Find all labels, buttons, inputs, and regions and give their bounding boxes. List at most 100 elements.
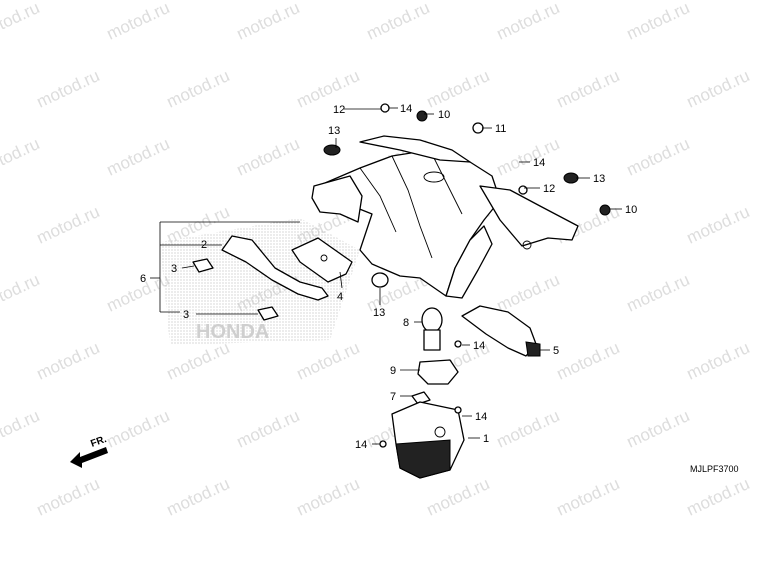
callout-13-left: 13 <box>328 125 340 137</box>
watermark-text: motod.ru <box>234 406 303 452</box>
watermark-text: motod.ru <box>0 406 42 452</box>
watermark-text: motod.ru <box>234 0 303 44</box>
callout-8: 8 <box>403 317 409 329</box>
watermark-text: motod.ru <box>554 474 623 520</box>
bracket-hole <box>522 240 532 250</box>
callout-2: 2 <box>201 239 207 251</box>
callout-11: 11 <box>495 123 506 135</box>
watermark-text: motod.ru <box>424 474 493 520</box>
part-3-pad-lower <box>257 306 279 321</box>
callout-10-top: 10 <box>438 109 450 121</box>
watermark-text: motod.ru <box>234 134 303 180</box>
fairing-hole <box>423 171 445 183</box>
callout-1: 1 <box>483 433 489 445</box>
watermark-text: motod.ru <box>494 134 563 180</box>
callout-14-lower: 14 <box>475 411 487 423</box>
callout-5: 5 <box>553 345 559 357</box>
callout-4: 4 <box>337 291 343 303</box>
callout-10-right: 10 <box>625 204 637 216</box>
callout-14-top: 14 <box>400 103 412 115</box>
screw-14-lower <box>454 406 462 414</box>
watermark-text: motod.ru <box>624 406 693 452</box>
leader-lines <box>150 107 622 445</box>
callout-13-center: 13 <box>373 307 385 319</box>
grommet-13-right <box>563 172 579 184</box>
bolt-12-top <box>380 103 390 113</box>
watermark-text: motod.ru <box>34 66 103 112</box>
callout-6: 6 <box>140 273 146 285</box>
watermark-text: motod.ru <box>624 0 693 44</box>
grommet-13-left <box>323 144 341 156</box>
callout-3-upper: 3 <box>171 263 177 275</box>
watermark-text: motod.ru <box>494 0 563 44</box>
watermark-text: motod.ru <box>34 202 103 248</box>
watermark-text: motod.ru <box>554 66 623 112</box>
bolt-12-right <box>518 185 528 195</box>
watermark-text: motod.ru <box>494 270 563 316</box>
callout-12-top: 12 <box>333 104 345 116</box>
fairing-left-wing <box>311 175 363 223</box>
fairing-top-bracket <box>359 135 471 163</box>
callout-14-left: 14 <box>355 439 367 451</box>
watermark-text: motod.ru <box>104 270 173 316</box>
watermark-text: motod.ru <box>0 0 42 44</box>
callout-7: 7 <box>390 391 396 403</box>
watermark-text: motod.ru <box>34 474 103 520</box>
watermark-text: motod.ru <box>164 338 233 384</box>
part-8-switch-body <box>423 329 441 351</box>
part-8-ignition-switch <box>421 307 443 333</box>
fairing-right-bracket <box>479 185 579 247</box>
callout-9: 9 <box>390 365 396 377</box>
fairing-crease-2 <box>429 149 463 215</box>
part-2-inner-cover <box>221 235 329 301</box>
watermark-text: motod.ru <box>294 338 363 384</box>
part-1-hole <box>434 426 446 438</box>
watermark-text: motod.ru <box>684 474 753 520</box>
front-arrow-icon <box>70 447 108 468</box>
callout-12-right: 12 <box>543 183 555 195</box>
watermark-text: motod.ru <box>684 338 753 384</box>
fairing-right-lower <box>445 225 493 299</box>
watermark-text: motod.ru <box>294 474 363 520</box>
callout-13-right: 13 <box>593 173 605 185</box>
watermark-text: motod.ru <box>624 134 693 180</box>
grommet-10-top <box>416 110 428 122</box>
fairing-crease-3 <box>359 167 397 233</box>
watermark-text: motod.ru <box>494 406 563 452</box>
callout-14-mid: 14 <box>473 340 485 352</box>
callouts: 12 14 10 11 13 14 12 13 10 2 3 6 3 4 13 … <box>140 103 637 451</box>
part-5-tab <box>525 341 541 357</box>
part-1-shadow <box>395 439 451 479</box>
watermark-text: motod.ru <box>104 134 173 180</box>
watermark-text: motod.ru <box>0 270 42 316</box>
watermark-text: motod.ru <box>424 66 493 112</box>
callout-3-lower: 3 <box>183 309 189 321</box>
watermark-text: motod.ru <box>104 406 173 452</box>
watermark-text: motod.ru <box>684 202 753 248</box>
watermark-text: motod.ru <box>0 134 42 180</box>
callout-14-right: 14 <box>533 157 545 169</box>
watermark-text: motod.ru <box>164 474 233 520</box>
grommet-10-right <box>599 204 611 216</box>
front-direction-indicator: FR. <box>70 434 108 468</box>
part-7-clip <box>411 391 431 405</box>
part-4-clip <box>320 254 328 262</box>
fairing-crease-1 <box>391 155 433 259</box>
front-direction-label: FR. <box>89 434 108 450</box>
part-9-bracket <box>417 359 459 385</box>
watermark-text: motod.ru <box>294 66 363 112</box>
screw-14-mid <box>454 340 462 348</box>
watermark-text: motod.ru <box>364 0 433 44</box>
screw-14-left <box>379 440 387 448</box>
watermark-text: motod.ru <box>554 338 623 384</box>
watermark-text: motod.ru <box>34 338 103 384</box>
watermark-text: motod.ru <box>624 270 693 316</box>
grommet-13-center <box>371 272 389 288</box>
watermark-text: motod.ru <box>164 66 233 112</box>
diagram-code: MJLPF3700 <box>690 464 739 474</box>
bolt-11 <box>472 122 484 134</box>
part-3-pad-upper <box>192 258 214 273</box>
honda-emboss-text: HONDA <box>196 321 269 343</box>
watermark-text: motod.ru <box>684 66 753 112</box>
